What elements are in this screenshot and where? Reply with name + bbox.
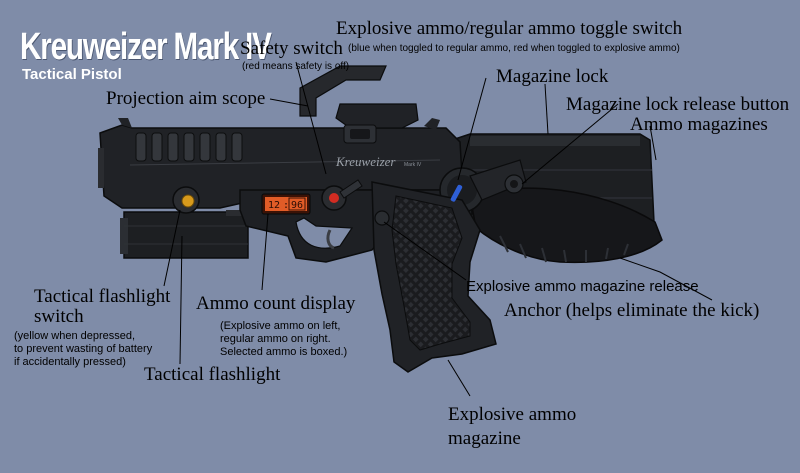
diagram-subtitle: Tactical Pistol <box>22 66 122 83</box>
projection-aim-scope <box>299 65 440 144</box>
leader-lines <box>163 61 713 397</box>
magazine-lock-release-button <box>504 174 524 194</box>
brand-model: Mark IV <box>404 162 422 168</box>
label-ammo-count: Ammo count display <box>196 293 356 314</box>
tactical-flashlight <box>120 210 249 259</box>
pistol-grip <box>371 181 497 373</box>
flashlight-switch <box>172 186 200 214</box>
note-ammo-count-line1: (Explosive ammo on left, <box>220 320 341 332</box>
label-magazine-lock-release: Magazine lock release button <box>566 94 790 115</box>
label-toggle-switch: Explosive ammo/regular ammo toggle switc… <box>336 18 683 39</box>
label-safety-switch: Safety switch <box>240 38 343 59</box>
label-magazine-lock: Magazine lock <box>496 66 609 87</box>
note-safety-switch: (red means safety is off) <box>242 61 350 72</box>
note-ammo-count-line3: Selected ammo is boxed.) <box>220 346 348 358</box>
label-flashlight-switch-line1: Tactical flashlight <box>34 286 171 307</box>
label-flashlight-switch-line2: switch <box>34 306 84 327</box>
label-explosive-release: Explosive ammo magazine release <box>466 278 699 295</box>
note-flashlight-switch-line1: (yellow when depressed, <box>14 330 136 342</box>
ammo-toggle-switch <box>450 184 463 202</box>
label-explosive-magazine-line1: Explosive ammo <box>448 404 577 425</box>
label-ammo-magazines: Ammo magazines <box>630 114 768 135</box>
anchor <box>469 187 663 264</box>
label-anchor: Anchor (helps eliminate the kick) <box>504 300 760 321</box>
brand-engraving: Kreuweizer <box>335 154 396 169</box>
note-flashlight-switch-line2: to prevent wasting of battery <box>14 343 153 355</box>
note-flashlight-switch-line3: if accidentally pressed) <box>14 356 126 368</box>
label-tactical-flashlight: Tactical flashlight <box>144 364 281 385</box>
lcd-left-count: 12 <box>268 200 280 211</box>
ammo-count-display <box>261 193 311 215</box>
diagram-title: Kreuweizer Mark IV <box>20 26 272 68</box>
note-toggle-switch: (blue when toggled to regular ammo, red … <box>348 43 680 54</box>
lcd-right-count: 96 <box>291 200 303 211</box>
safety-switch <box>321 179 363 211</box>
explosive-magazine-release-button <box>374 210 390 226</box>
label-explosive-magazine-line2: magazine <box>448 428 521 449</box>
note-ammo-count-line2: regular ammo on right. <box>220 333 331 345</box>
label-projection-scope: Projection aim scope <box>106 88 266 109</box>
lcd-separator: : <box>283 200 289 211</box>
